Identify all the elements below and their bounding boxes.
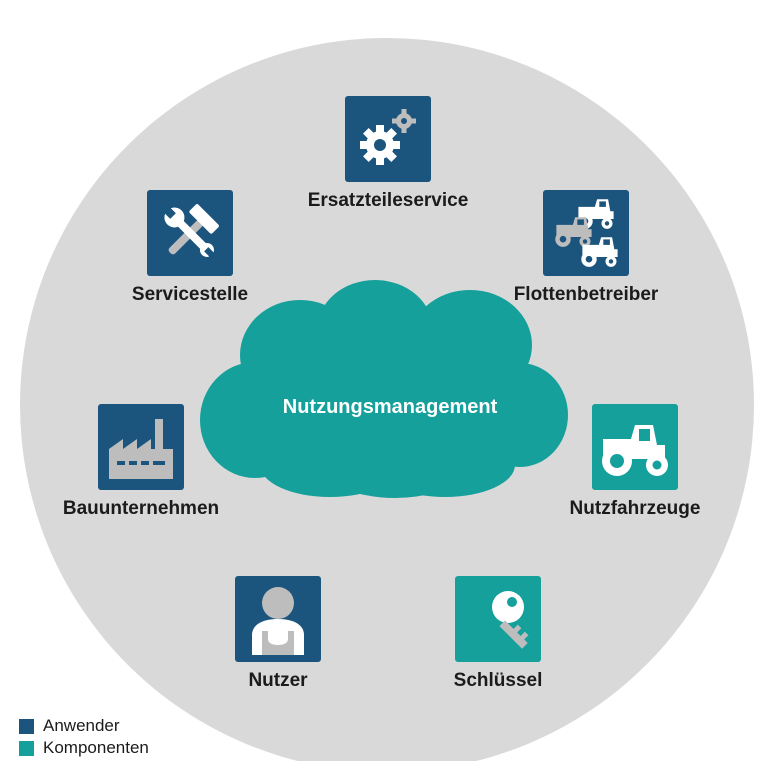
tile-servicestelle: [147, 190, 233, 276]
cloud-puff: [375, 433, 515, 497]
node-flottenbetreiber: Flottenbetreiber: [486, 190, 686, 306]
factory-icon: [109, 419, 173, 479]
label-flottenbetreiber: Flottenbetreiber: [513, 284, 659, 305]
key-icon: [492, 591, 529, 649]
legend-label-anwender: Anwender: [43, 716, 120, 735]
center-label-nutzungsmanagement: Nutzungsmanagement: [282, 396, 498, 418]
tile-nutzer: [235, 576, 321, 662]
label-bauunternehmen: Bauunternehmen: [62, 498, 220, 519]
cloud-puff: [317, 280, 433, 380]
label-nutzfahrzeuge: Nutzfahrzeuge: [569, 498, 701, 519]
label-servicestelle: Servicestelle: [131, 284, 249, 305]
legend: Anwender Komponenten: [19, 715, 149, 759]
cloud-puff: [472, 363, 568, 467]
label-nutzer: Nutzer: [248, 670, 308, 691]
tile-nutzfahrzeuge: [592, 404, 678, 490]
legend-item-komponenten: Komponenten: [19, 737, 149, 759]
label-ersatzteileservice: Ersatzteileservice: [307, 190, 469, 211]
tile-flottenbetreiber: [543, 190, 629, 276]
label-schluessel: Schlüssel: [453, 670, 543, 691]
node-nutzer: Nutzer: [178, 576, 378, 692]
cloud-shape: [200, 280, 568, 498]
legend-label-komponenten: Komponenten: [43, 738, 149, 757]
node-nutzfahrzeuge: Nutzfahrzeuge: [535, 404, 735, 520]
wrench-hammer-icon: [163, 204, 219, 259]
legend-swatch-anwender: [19, 718, 34, 734]
tile-schluessel: [455, 576, 541, 662]
tile-ersatzteileservice: [345, 96, 431, 182]
legend-item-anwender: Anwender: [19, 715, 149, 737]
node-servicestelle: Servicestelle: [90, 190, 290, 306]
node-schluessel: Schlüssel: [398, 576, 598, 692]
node-bauunternehmen: Bauunternehmen: [41, 404, 241, 520]
gears-icon: [360, 109, 416, 165]
tractor-fleet-icon: [555, 199, 618, 267]
node-ersatzteileservice: Ersatzteileservice: [288, 96, 488, 212]
cloud-puff: [260, 433, 400, 497]
tractor-icon: [602, 425, 668, 476]
tile-bauunternehmen: [98, 404, 184, 490]
user-icon: [252, 587, 304, 655]
legend-swatch-komponenten: [19, 740, 34, 756]
